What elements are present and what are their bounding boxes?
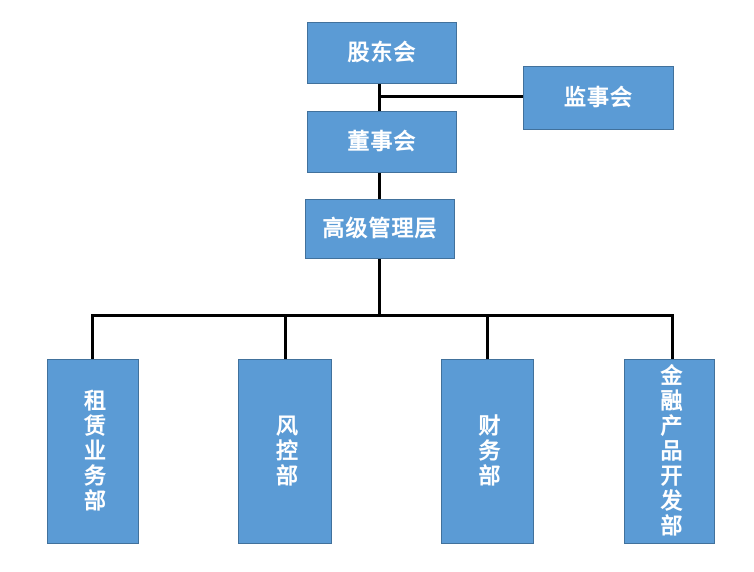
node-finance-dept: 财务部 bbox=[441, 359, 534, 544]
node-board-of-directors: 董事会 bbox=[307, 111, 457, 173]
connector-shareholders-to-board bbox=[378, 84, 381, 112]
node-financial-product-dev-dept-label: 金融产品开发部 bbox=[657, 364, 683, 539]
node-finance-dept-label: 财务部 bbox=[475, 414, 501, 489]
connector-senior-mgmt-to-rail bbox=[378, 258, 381, 317]
connector-drop-fin-product bbox=[671, 314, 674, 360]
node-risk-control-dept: 风控部 bbox=[238, 359, 332, 544]
node-shareholders-meeting: 股东会 bbox=[307, 22, 457, 84]
connector-drop-leasing bbox=[91, 314, 94, 360]
node-leasing-business-dept: 租赁业务部 bbox=[47, 359, 139, 544]
node-senior-management-label: 高级管理层 bbox=[322, 216, 438, 241]
connector-rail bbox=[91, 314, 674, 317]
connector-board-to-senior-mgmt bbox=[378, 172, 381, 200]
node-supervisory-board-label: 监事会 bbox=[563, 85, 633, 110]
node-shareholders-meeting-label: 股东会 bbox=[347, 40, 417, 65]
node-board-of-directors-label: 董事会 bbox=[347, 129, 417, 154]
connector-drop-risk bbox=[284, 314, 287, 360]
node-senior-management: 高级管理层 bbox=[305, 199, 455, 259]
node-risk-control-dept-label: 风控部 bbox=[273, 414, 298, 489]
connector-branch-to-supervisory bbox=[378, 95, 524, 98]
node-supervisory-board: 监事会 bbox=[523, 66, 674, 130]
node-leasing-business-dept-label: 租赁业务部 bbox=[81, 389, 106, 514]
connector-drop-finance bbox=[486, 314, 489, 360]
node-financial-product-dev-dept: 金融产品开发部 bbox=[624, 359, 715, 544]
